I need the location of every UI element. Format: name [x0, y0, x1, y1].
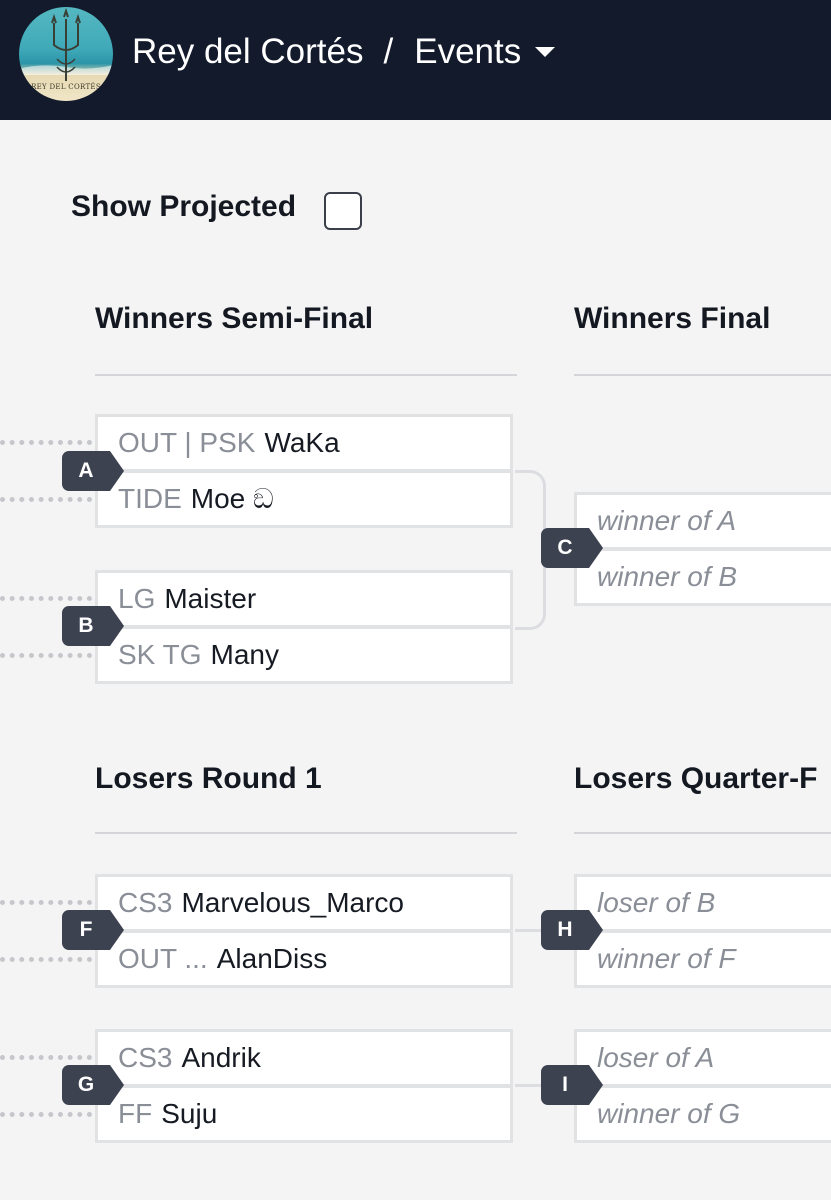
team-prefix: OUT | PSK	[118, 427, 256, 458]
match-slot[interactable]: winner of F	[577, 933, 831, 985]
match-slot[interactable]: FF Suju	[98, 1088, 510, 1140]
round-divider	[574, 832, 831, 834]
match-slot[interactable]: OUT | PSK WaKa	[98, 417, 510, 469]
connector-line	[0, 1112, 92, 1117]
match-slot[interactable]: LG Maister	[98, 573, 510, 625]
connector-line	[0, 596, 92, 601]
logo-text: REY DEL CORTÉS	[31, 83, 101, 91]
player-name: Moe ඞ	[190, 482, 274, 514]
match-slot[interactable]: loser of A	[577, 1032, 831, 1084]
player-name: Maister	[164, 583, 257, 614]
team-prefix: CS3	[118, 1042, 173, 1073]
breadcrumb: Rey del Cortés / Events	[132, 32, 556, 72]
slot-placeholder: winner of B	[597, 561, 738, 592]
match-card-b[interactable]: LG Maister SK TG Many	[95, 570, 513, 684]
team-prefix: SK TG	[118, 639, 202, 670]
round-title-losers-r1: Losers Round 1	[95, 762, 322, 795]
chevron-down-icon[interactable]	[535, 47, 556, 57]
match-card-g[interactable]: CS3 Andrik FF Suju	[95, 1029, 513, 1143]
round-divider	[574, 374, 831, 376]
match-badge-a: A	[62, 451, 124, 491]
match-card-h[interactable]: loser of B winner of F	[574, 874, 831, 988]
match-slot[interactable]: SK TG Many	[98, 629, 510, 681]
round-title-winners-semi: Winners Semi-Final	[95, 302, 374, 335]
round-title-losers-qf: Losers Quarter-F	[574, 762, 818, 795]
match-slot[interactable]: OUT ... AlanDiss	[98, 933, 510, 985]
match-slot[interactable]: TIDE Moe ඞ	[98, 473, 510, 525]
breadcrumb-event-title[interactable]: Rey del Cortés	[132, 32, 364, 71]
match-slot[interactable]: loser of B	[577, 877, 831, 929]
player-name: Andrik	[181, 1042, 261, 1073]
team-prefix: OUT ...	[118, 943, 208, 974]
event-logo[interactable]: REY DEL CORTÉS	[19, 7, 113, 101]
match-badge-f: F	[62, 910, 124, 950]
show-projected-checkbox[interactable]	[324, 192, 362, 230]
player-name: AlanDiss	[216, 943, 328, 974]
player-name: Suju	[161, 1098, 218, 1129]
player-name: WaKa	[264, 427, 340, 458]
slot-placeholder: winner of A	[597, 505, 737, 536]
slot-placeholder: winner of G	[597, 1098, 741, 1129]
connector-line	[0, 957, 92, 962]
trident-icon	[19, 7, 113, 81]
match-slot[interactable]: CS3 Andrik	[98, 1032, 510, 1084]
round-title-winners-final: Winners Final	[574, 302, 771, 335]
match-slot[interactable]: winner of B	[577, 551, 831, 603]
match-slot[interactable]: winner of G	[577, 1088, 831, 1140]
match-badge-g: G	[62, 1065, 124, 1105]
match-card-c[interactable]: winner of A winner of B	[574, 492, 831, 606]
breadcrumb-separator: /	[383, 32, 394, 71]
team-prefix: CS3	[118, 887, 173, 918]
match-card-i[interactable]: loser of A winner of G	[574, 1029, 831, 1143]
round-divider	[95, 832, 517, 834]
match-slot[interactable]: CS3 Marvelous_Marco	[98, 877, 510, 929]
connector-line	[0, 497, 92, 502]
connector-line	[0, 900, 92, 905]
player-name: Marvelous_Marco	[181, 887, 404, 918]
round-divider	[95, 374, 517, 376]
top-navigation-bar: REY DEL CORTÉS Rey del Cortés / Events	[0, 0, 831, 120]
match-badge-b: B	[62, 606, 124, 646]
match-card-a[interactable]: OUT | PSK WaKa TIDE Moe ඞ	[95, 414, 513, 528]
slot-placeholder: loser of B	[597, 887, 716, 918]
slot-placeholder: winner of F	[597, 943, 736, 974]
match-card-f[interactable]: CS3 Marvelous_Marco OUT ... AlanDiss	[95, 874, 513, 988]
player-name: Many	[210, 639, 279, 670]
show-projected-label: Show Projected	[71, 190, 297, 223]
connector-line	[0, 1055, 92, 1060]
match-badge-h: H	[541, 910, 603, 950]
match-badge-i: I	[541, 1065, 603, 1105]
match-badge-c: C	[541, 528, 603, 568]
connector-line	[0, 653, 92, 658]
events-dropdown[interactable]: Events	[414, 32, 522, 71]
slot-placeholder: loser of A	[597, 1042, 715, 1073]
team-prefix: TIDE	[118, 483, 182, 514]
connector-line	[0, 440, 92, 445]
team-prefix: LG	[118, 583, 156, 614]
match-slot[interactable]: winner of A	[577, 495, 831, 547]
